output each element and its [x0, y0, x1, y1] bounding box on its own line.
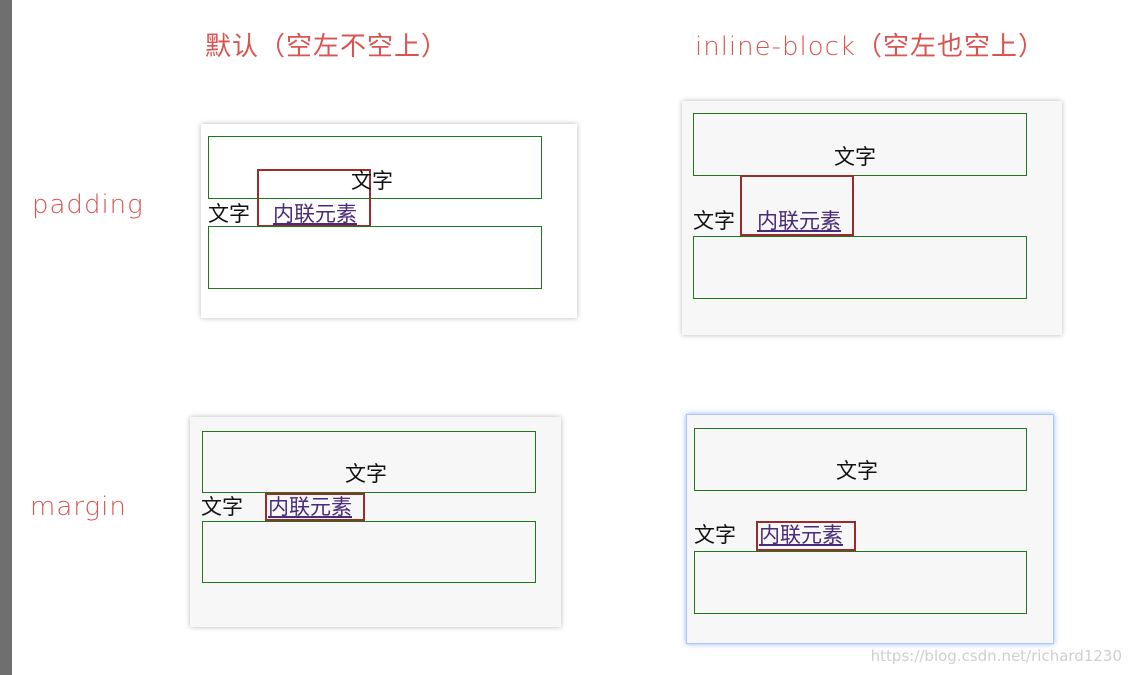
heading-default: 默认（空左不空上） — [205, 32, 449, 62]
text-above: 文字 — [834, 145, 876, 169]
block-box-bottom — [202, 521, 536, 583]
panel-default-padding: 文字 文字 内联元素 — [201, 124, 577, 318]
inline-element-link[interactable]: 内联元素 — [757, 209, 841, 233]
inline-element-link[interactable]: 内联元素 — [268, 495, 352, 519]
text-above: 文字 — [836, 459, 878, 483]
text-left: 文字 — [693, 209, 735, 233]
block-box-top — [208, 136, 542, 199]
text-left: 文字 — [201, 495, 243, 519]
panel-default-margin: 文字 文字 内联元素 — [190, 417, 561, 627]
text-left: 文字 — [694, 523, 736, 547]
inline-element-box — [756, 521, 856, 551]
row-label-padding: padding — [32, 190, 144, 220]
block-box-bottom — [208, 226, 542, 289]
inline-element-link[interactable]: 内联元素 — [759, 523, 843, 547]
row-label-margin: margin — [30, 492, 127, 522]
panel-inline-block-padding: 文字 文字 内联元素 — [682, 101, 1062, 335]
inline-element-box — [740, 175, 854, 236]
heading-inline-block: inline-block（空左也空上） — [695, 32, 1045, 62]
block-box-top — [202, 431, 536, 493]
inline-element-box — [265, 493, 365, 521]
block-box-top — [693, 113, 1027, 176]
block-box-top — [694, 428, 1027, 491]
left-scroll-bar — [0, 0, 12, 675]
text-left: 文字 — [208, 202, 250, 226]
block-box-bottom — [694, 551, 1027, 614]
panel-inline-block-margin: 文字 文字 内联元素 — [686, 414, 1054, 644]
inline-element-link[interactable]: 内联元素 — [273, 202, 357, 226]
watermark: https://blog.csdn.net/richard1230 — [870, 647, 1122, 665]
text-above: 文字 — [345, 462, 387, 486]
text-above: 文字 — [351, 169, 393, 193]
block-box-bottom — [693, 236, 1027, 299]
